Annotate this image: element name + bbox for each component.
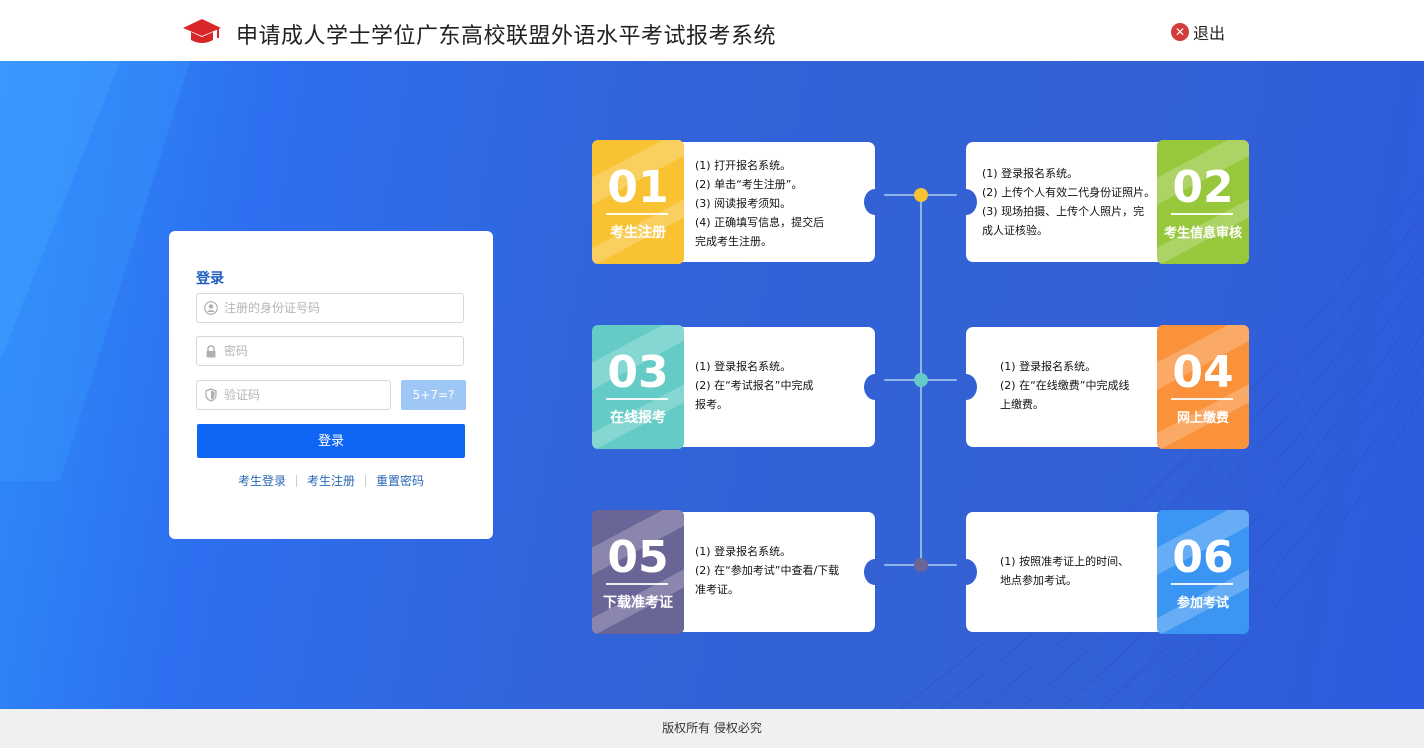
step-number: 05 bbox=[607, 532, 669, 583]
instruction-line: (4) 正确填写信息，提交后 bbox=[695, 216, 825, 229]
instruction-line: 上缴费。 bbox=[1000, 398, 1044, 411]
instruction-line: 成人证核验。 bbox=[982, 224, 1048, 237]
captcha-input[interactable] bbox=[224, 388, 374, 402]
background-decoration bbox=[0, 61, 1424, 709]
instruction-line: (2) 在“在线缴费”中完成线 bbox=[1000, 379, 1130, 392]
site-title: 申请成人学士学位广东高校联盟外语水平考试报考系统 bbox=[236, 24, 777, 49]
step-card-03: 03 在线报考 (1) 登录报名系统。 (2) 在“考试报名”中完成 报考。 bbox=[592, 325, 886, 449]
step-number: 02 bbox=[1172, 162, 1234, 213]
step-number: 03 bbox=[607, 347, 669, 398]
card-notch bbox=[955, 189, 977, 215]
instruction-line: (2) 在“考试报名”中完成 bbox=[695, 379, 814, 392]
copyright-text: 版权所有 侵权必究 bbox=[662, 721, 762, 735]
instruction-line: (1) 按照准考证上的时间、 bbox=[1000, 555, 1130, 568]
logout-label: 退出 bbox=[1193, 24, 1226, 43]
login-card: 登录 5+7=? 登录 考生登录 考生注册 重置密码 bbox=[169, 231, 493, 539]
student-login-link[interactable]: 考生登录 bbox=[237, 474, 286, 488]
step-number: 01 bbox=[607, 162, 669, 213]
step-card-05: 05 下载准考证 (1) 登录报名系统。 (2) 在“参加考试”中查看/下载 准… bbox=[592, 510, 886, 634]
footer: 版权所有 侵权必究 bbox=[0, 709, 1424, 748]
instruction-line: (1) 登录报名系统。 bbox=[695, 545, 792, 558]
instruction-line: 地点参加考试。 bbox=[1000, 574, 1077, 587]
instruction-line: (1) 登录报名系统。 bbox=[1000, 360, 1097, 373]
close-circle-icon: ✕ bbox=[1171, 23, 1189, 41]
step-title: 参加考试 bbox=[1176, 596, 1229, 611]
card-notch bbox=[864, 189, 886, 215]
step-title: 考生信息审核 bbox=[1163, 226, 1242, 241]
step-badge: 01 考生注册 bbox=[592, 140, 684, 264]
instruction-line: (3) 现场拍摄、上传个人照片，完 bbox=[982, 205, 1145, 218]
reset-password-link[interactable]: 重置密码 bbox=[376, 474, 425, 488]
main-banner: 登录 5+7=? 登录 考生登录 考生注册 重置密码 bbox=[0, 61, 1424, 709]
password-input[interactable] bbox=[224, 344, 444, 358]
step-card-01: 01 考生注册 (1) 打开报名系统。 (2) 单击“考生注册”。 (3) 阅读… bbox=[592, 140, 886, 264]
step-card-02: 02 考生信息审核 (1) 登录报名系统。 (2) 上传个人有效二代身份证照片。… bbox=[955, 140, 1249, 264]
instruction-line: (1) 打开报名系统。 bbox=[695, 159, 792, 172]
step-title: 在线报考 bbox=[610, 410, 666, 426]
step-number: 06 bbox=[1172, 532, 1234, 583]
graduation-cap-icon bbox=[183, 19, 221, 43]
step-number: 04 bbox=[1172, 347, 1234, 398]
step-instructions: (1) 登录报名系统。 (2) 在“参加考试”中查看/下载 准考证。 bbox=[695, 542, 839, 599]
card-notch bbox=[864, 559, 886, 585]
badge-underline bbox=[1171, 213, 1233, 215]
instruction-line: (1) 登录报名系统。 bbox=[982, 167, 1079, 180]
instruction-line: (2) 单击“考生注册”。 bbox=[695, 178, 803, 191]
user-icon bbox=[204, 301, 218, 315]
step-card-06: 06 参加考试 (1) 按照准考证上的时间、 地点参加考试。 bbox=[955, 510, 1249, 634]
instruction-line: 准考证。 bbox=[695, 583, 739, 596]
badge-underline bbox=[606, 398, 668, 400]
instruction-line: (2) 在“参加考试”中查看/下载 bbox=[695, 564, 840, 577]
step-instructions: (1) 打开报名系统。 (2) 单击“考生注册”。 (3) 阅读报考须知。 (4… bbox=[695, 156, 824, 251]
captcha-image[interactable]: 5+7=? bbox=[401, 380, 466, 410]
step-badge: 04 网上缴费 bbox=[1157, 325, 1249, 449]
badge-underline bbox=[1171, 583, 1233, 585]
instruction-line: (2) 上传个人有效二代身份证照片。 bbox=[982, 186, 1156, 199]
step-instructions: (1) 按照准考证上的时间、 地点参加考试。 bbox=[1000, 552, 1129, 590]
step-card-04: 04 网上缴费 (1) 登录报名系统。 (2) 在“在线缴费”中完成线 上缴费。 bbox=[955, 325, 1249, 449]
instruction-line: 报考。 bbox=[695, 398, 728, 411]
divider bbox=[295, 474, 297, 487]
instruction-line: 完成考生注册。 bbox=[695, 235, 772, 248]
captcha-field[interactable] bbox=[196, 380, 391, 410]
step-badge: 06 参加考试 bbox=[1157, 510, 1249, 634]
connector-dot bbox=[914, 188, 928, 202]
step-title: 下载准考证 bbox=[603, 595, 673, 611]
login-title: 登录 bbox=[196, 271, 224, 287]
badge-underline bbox=[606, 213, 668, 215]
step-title: 考生注册 bbox=[610, 225, 666, 241]
step-badge: 03 在线报考 bbox=[592, 325, 684, 449]
logout-button[interactable]: ✕ 退出 bbox=[1171, 20, 1225, 44]
connector-dot bbox=[914, 373, 928, 387]
badge-underline bbox=[606, 583, 668, 585]
login-button[interactable]: 登录 bbox=[197, 424, 465, 458]
step-badge: 02 考生信息审核 bbox=[1157, 140, 1249, 264]
divider bbox=[365, 474, 366, 487]
instruction-line: (1) 登录报名系统。 bbox=[695, 360, 792, 373]
instruction-line: (3) 阅读报考须知。 bbox=[695, 197, 792, 210]
step-instructions: (1) 登录报名系统。 (2) 在“在线缴费”中完成线 上缴费。 bbox=[1000, 357, 1129, 414]
step-instructions: (1) 登录报名系统。 (2) 在“考试报名”中完成 报考。 bbox=[695, 357, 813, 414]
step-title: 网上缴费 bbox=[1176, 411, 1229, 426]
header: 申请成人学士学位广东高校联盟外语水平考试报考系统 ✕ 退出 bbox=[0, 0, 1424, 61]
card-notch bbox=[955, 374, 977, 400]
shield-icon bbox=[204, 388, 218, 402]
student-register-link[interactable]: 考生注册 bbox=[306, 474, 355, 488]
connector-dot bbox=[914, 558, 928, 572]
card-notch bbox=[955, 559, 977, 585]
step-instructions: (1) 登录报名系统。 (2) 上传个人有效二代身份证照片。 (3) 现场拍摄、… bbox=[982, 164, 1155, 240]
step-badge: 05 下载准考证 bbox=[592, 510, 684, 634]
lock-icon bbox=[204, 344, 218, 358]
card-notch bbox=[864, 374, 886, 400]
password-field[interactable] bbox=[196, 336, 464, 366]
badge-underline bbox=[1171, 398, 1233, 400]
id-number-field[interactable] bbox=[196, 293, 464, 323]
id-number-input[interactable] bbox=[224, 301, 444, 315]
login-links: 考生登录 考生注册 重置密码 bbox=[169, 472, 493, 489]
